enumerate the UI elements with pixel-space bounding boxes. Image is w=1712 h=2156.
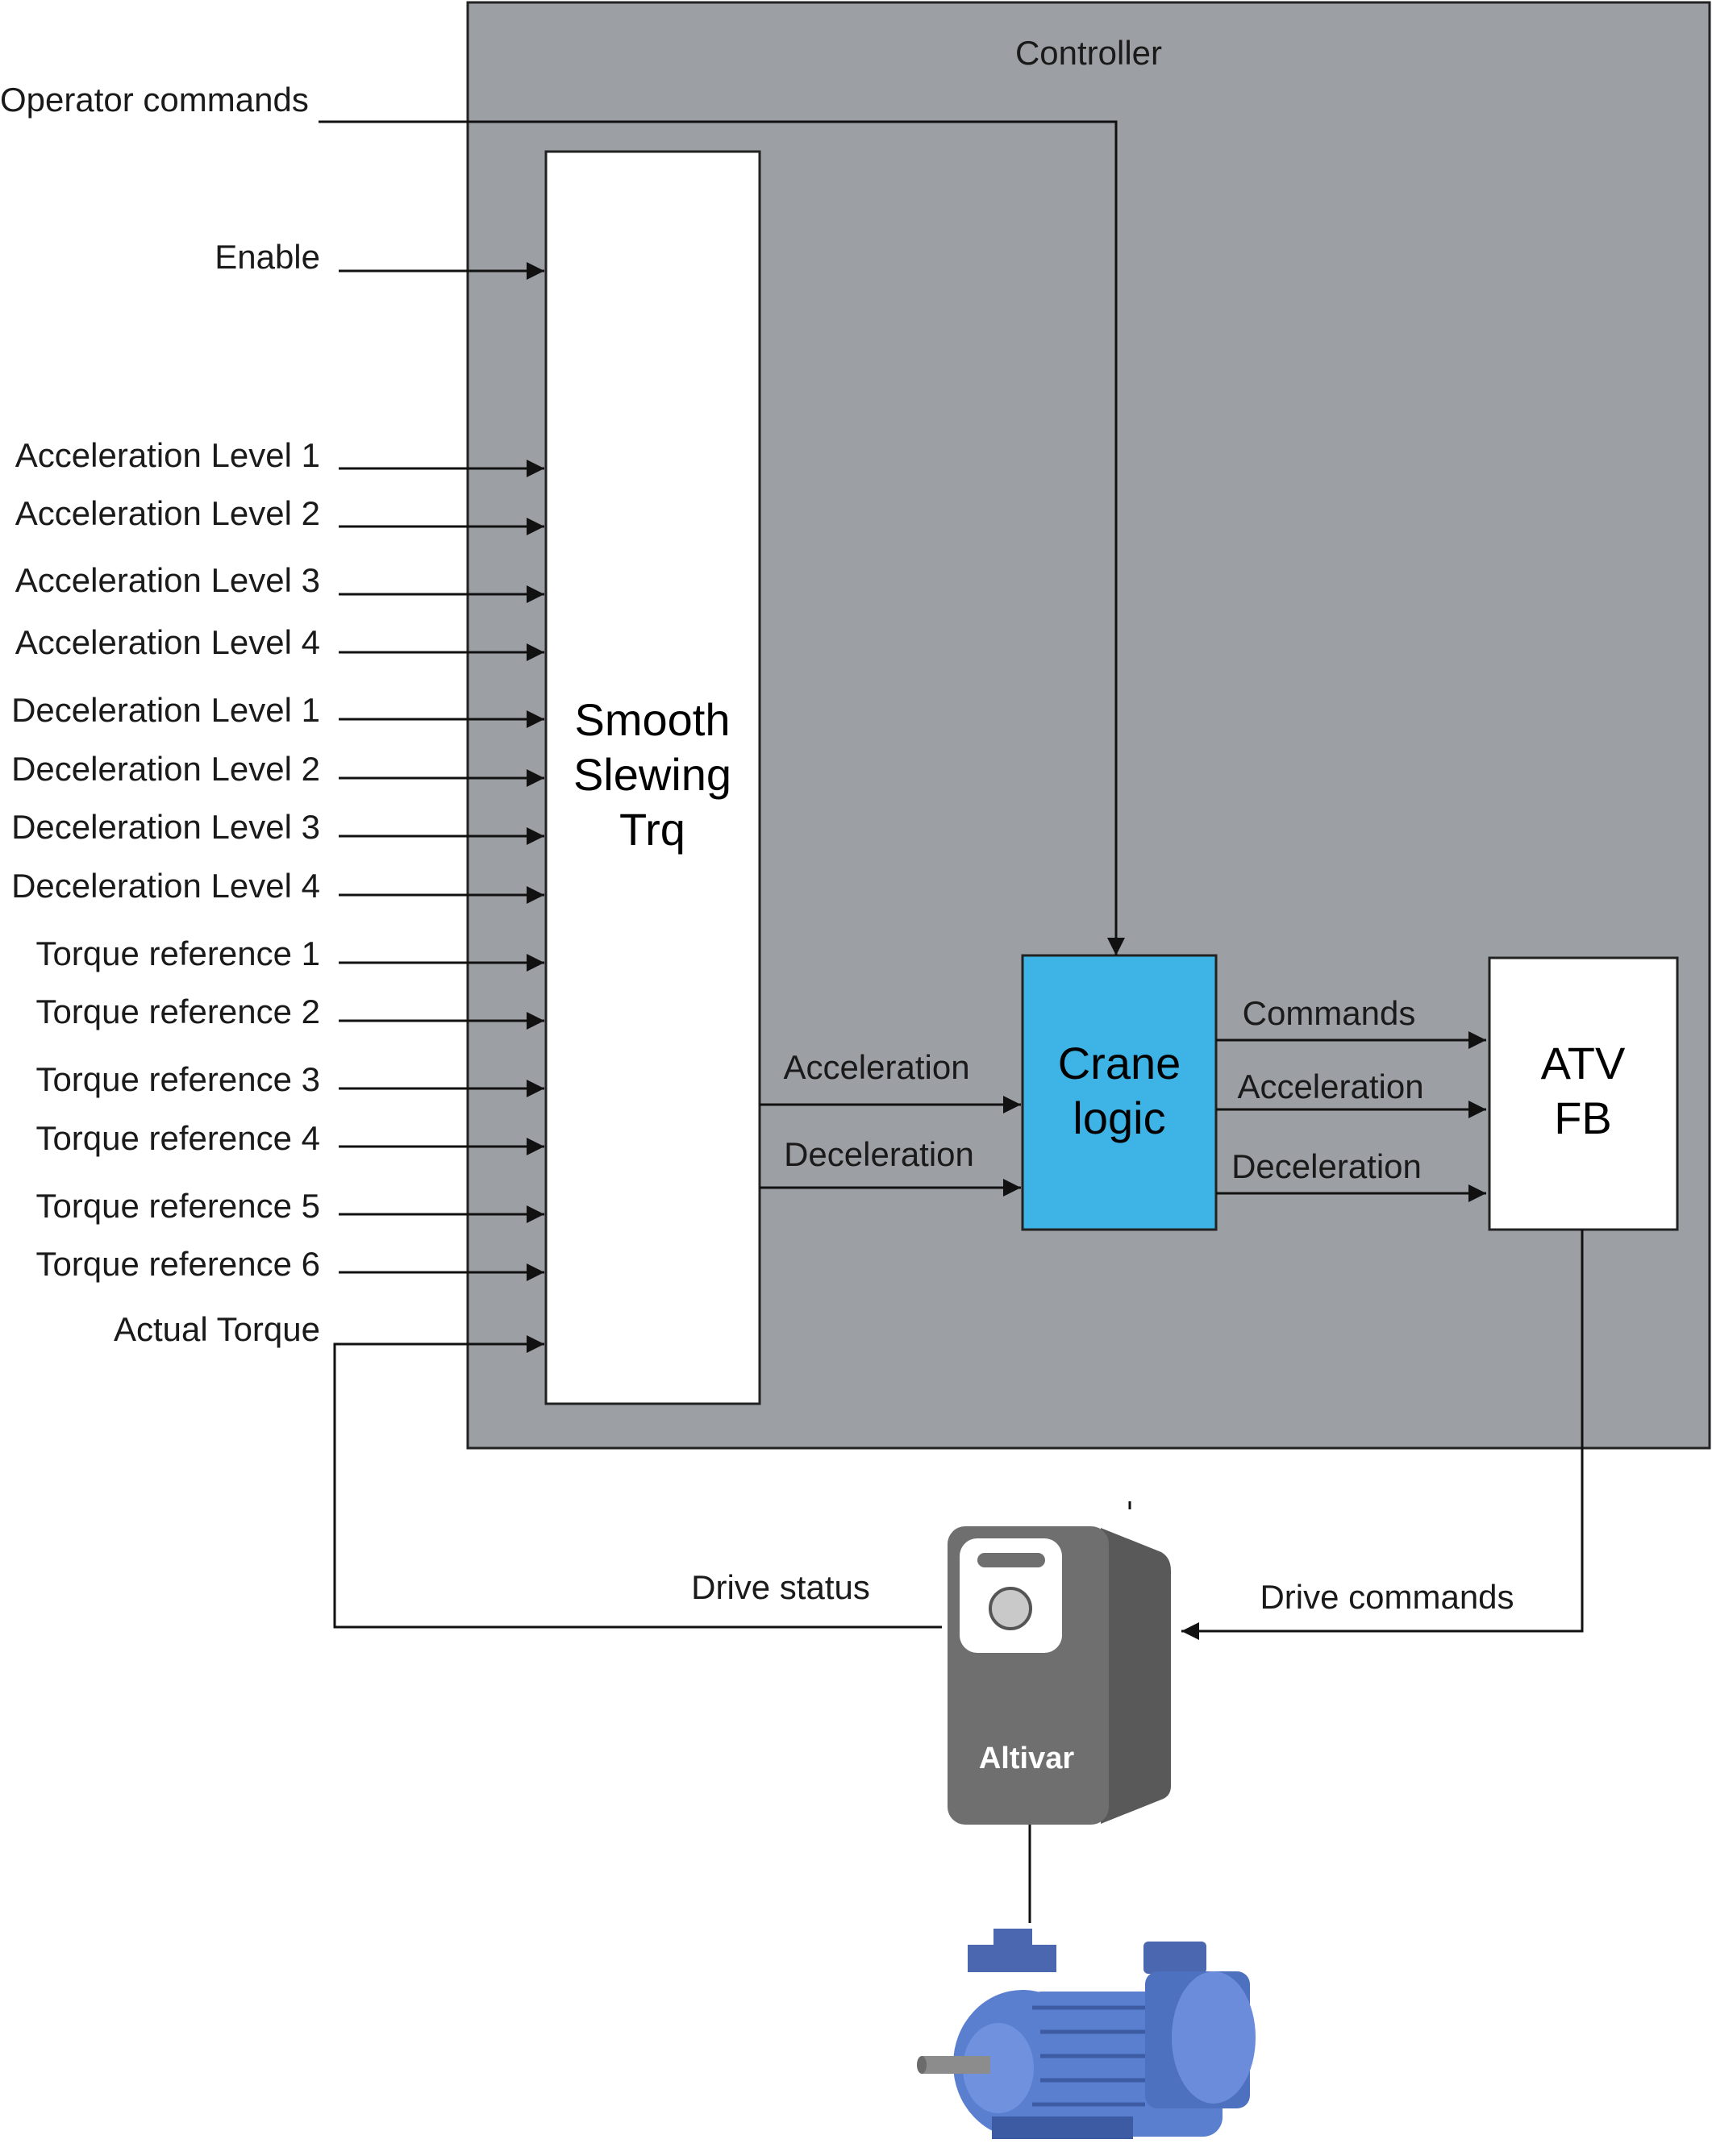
smooth-slewing-block bbox=[544, 150, 761, 1405]
drive-status-label: Drive status bbox=[691, 1568, 870, 1606]
drive-status-wire bbox=[333, 1335, 942, 1629]
crane-logic-title-2: logic bbox=[1073, 1093, 1165, 1143]
input-label: Torque reference 1 bbox=[35, 934, 320, 972]
drive-commands-wire bbox=[1181, 1230, 1584, 1640]
input-label: Acceleration Level 3 bbox=[15, 561, 320, 599]
input-label: Torque reference 6 bbox=[35, 1245, 320, 1283]
smooth-slewing-title-3: Trq bbox=[619, 804, 685, 855]
crane-to-atv-commands-label: Commands bbox=[1243, 994, 1416, 1032]
input-label: Enable bbox=[215, 238, 320, 276]
input-label: Deceleration Level 3 bbox=[11, 808, 320, 846]
input-label: Torque reference 3 bbox=[35, 1060, 320, 1098]
operator-commands-wire bbox=[319, 120, 1125, 955]
input-label: Torque reference 5 bbox=[35, 1187, 320, 1225]
atv-fb-title-2: FB bbox=[1554, 1093, 1612, 1143]
crane-logic-block bbox=[1021, 954, 1218, 1231]
crane-logic-title-1: Crane bbox=[1058, 1038, 1181, 1088]
smooth-slewing-title-2: Slewing bbox=[573, 749, 731, 800]
input-label: Deceleration Level 1 bbox=[11, 691, 320, 729]
atv-fb-block bbox=[1488, 956, 1679, 1231]
input-label: Torque reference 4 bbox=[35, 1119, 320, 1157]
controller-title: Controller bbox=[1015, 34, 1162, 72]
input-label: Acceleration Level 1 bbox=[15, 436, 320, 474]
operator-commands-label: Operator commands bbox=[0, 81, 309, 119]
input-label: Deceleration Level 4 bbox=[11, 867, 320, 905]
crane-to-atv-acceleration-label: Acceleration bbox=[1237, 1068, 1423, 1105]
altivar-brand-label: Altivar bbox=[979, 1742, 1074, 1775]
input-label: Actual Torque bbox=[114, 1310, 320, 1348]
input-label: Torque reference 2 bbox=[35, 993, 320, 1030]
smooth-to-crane-acceleration-label: Acceleration bbox=[783, 1048, 969, 1086]
smooth-slewing-title-1: Smooth bbox=[575, 694, 731, 745]
input-label: Acceleration Level 4 bbox=[15, 623, 320, 661]
crane-to-atv-deceleration-label: Deceleration bbox=[1231, 1147, 1422, 1185]
atv-fb-title-1: ATV bbox=[1541, 1038, 1626, 1088]
drive-commands-label: Drive commands bbox=[1260, 1578, 1514, 1616]
input-label: Deceleration Level 2 bbox=[11, 750, 320, 788]
altivar-drive-image: Altivar bbox=[948, 1501, 1171, 1825]
motor-image bbox=[917, 1929, 1256, 2139]
smooth-to-crane-deceleration-label: Deceleration bbox=[784, 1135, 974, 1173]
input-label: Acceleration Level 2 bbox=[15, 494, 320, 532]
